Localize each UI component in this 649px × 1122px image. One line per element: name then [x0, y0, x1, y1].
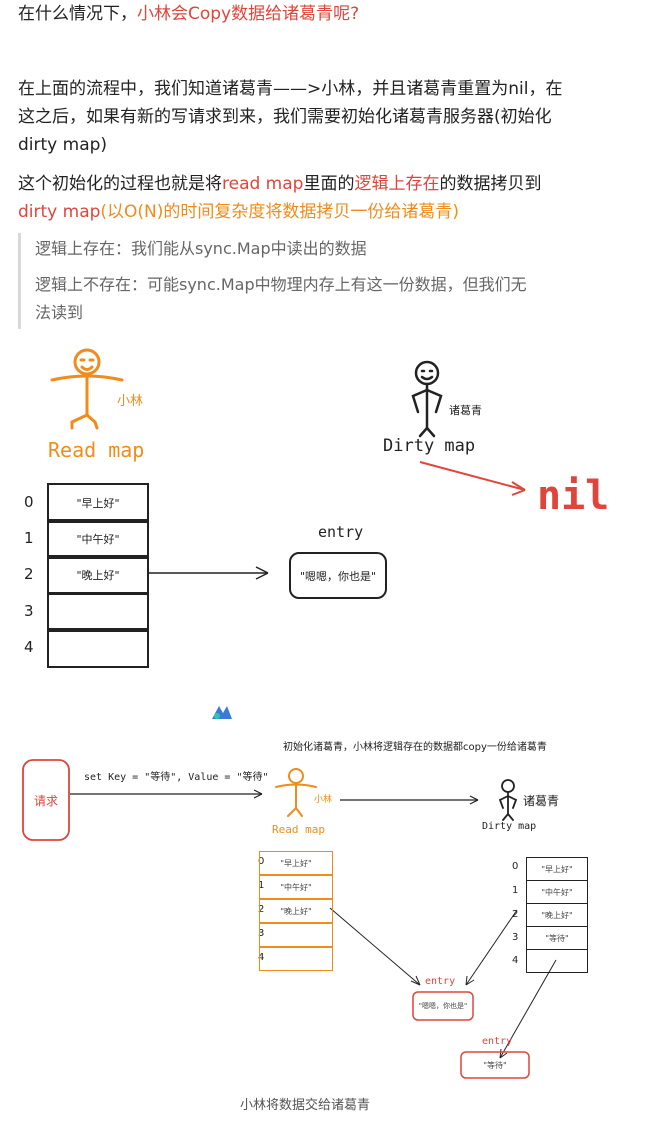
read-map-cell	[47, 628, 149, 668]
zhugeqing-small-figure-icon	[498, 779, 518, 821]
quote-line3: 法读到	[35, 303, 84, 322]
figure-caption: 小林将数据交给诸葛青	[239, 1098, 370, 1113]
index-label: 2	[24, 565, 34, 583]
dirty-index-label: 1	[512, 885, 519, 896]
xiaolin-small-figure-icon	[275, 768, 317, 817]
paragraph-1-line2: 这之后，如果有新的写请求到来，我们需要初始化诸葛青服务器(初始化	[18, 107, 552, 127]
request-label: 请求	[33, 793, 58, 808]
paragraph-1-line1: 在上面的流程中，我们知道诸葛青——>小林，并且诸葛青重置为nil，在	[18, 79, 563, 99]
entry-value: "嗯嗯，你也是"	[299, 569, 377, 583]
read-index-label: 0	[258, 856, 265, 867]
read-index-label: 3	[258, 928, 265, 939]
read-small-cell	[259, 923, 333, 947]
read-small-cell: "晚上好"	[259, 899, 333, 923]
heading-part1: 在什么情况下，	[18, 4, 137, 24]
figure-2: 初始化诸葛青，小林将逻辑存在的数据都copy一份给诸葛青 请求 set Key …	[0, 730, 649, 1090]
index-label: 4	[24, 638, 34, 656]
index-label: 0	[24, 493, 34, 511]
figure-2-title: 初始化诸葛青，小林将逻辑存在的数据都copy一份给诸葛青	[283, 742, 547, 753]
read-map-small-label: Read map	[272, 823, 325, 836]
entry1-label: entry	[425, 976, 456, 987]
read-map-cell: "晚上好"	[47, 555, 149, 595]
dirty-map-label: Dirty map	[383, 436, 476, 456]
figure-1-drawing	[50, 348, 526, 599]
index-label: 3	[24, 602, 34, 620]
zhugeqing-small-label: 诸葛青	[523, 794, 560, 808]
dirty-small-cell: "早上好"	[526, 857, 588, 881]
paragraph-2-text: 的数据拷贝到	[439, 174, 542, 194]
set-key-label: set Key = "等待", Value = "等待"	[84, 772, 269, 783]
zhugeqing-label: 诸葛青	[449, 404, 482, 417]
figure-2-drawing	[22, 759, 557, 1079]
read-small-cell: "早上好"	[259, 851, 333, 875]
complexity-highlight: (以O(N)的时间复杂度将数据拷贝一份给诸葛青)	[100, 202, 460, 222]
dirty-index-label: 3	[512, 932, 519, 943]
read-map-cell: "早上好"	[47, 483, 149, 523]
figure-1: 小林 Read map 诸葛青 Dirty map nil entry "嗯嗯，…	[0, 340, 649, 670]
read-map-highlight: read map	[222, 174, 304, 194]
entry2-label: entry	[482, 1036, 513, 1047]
dirty-map-highlight: dirty map	[18, 202, 101, 222]
dirty-index-label: 2	[512, 909, 519, 920]
dirty-index-label: 0	[512, 861, 519, 872]
read-small-cell: "中午好"	[259, 875, 333, 899]
xiaolin-small-label: 小林	[314, 795, 333, 805]
heading-part2: 小林会Copy数据给诸葛青呢?	[137, 4, 360, 24]
blockquote: 逻辑上存在：我们能从sync.Map中读出的数据 逻辑上不存在：可能sync.M…	[18, 233, 596, 329]
read-map-label: Read map	[48, 438, 145, 462]
read-index-label: 4	[258, 952, 265, 963]
entry-label: entry	[318, 523, 364, 541]
dirty-index-label: 4	[512, 955, 519, 966]
paragraph-1: 在上面的流程中，我们知道诸葛青——>小林，并且诸葛青重置为nil，在 这之后，如…	[18, 75, 618, 159]
quote-line2: 逻辑上不存在：可能sync.Map中物理内存上有这一份数据，但我们无	[35, 275, 527, 294]
index-label: 1	[24, 529, 34, 547]
dirty-small-cell: "中午好"	[526, 880, 588, 904]
paragraph-1-line3: dirty map)	[18, 135, 108, 155]
heading: 在什么情况下，小林会Copy数据给诸葛青呢?	[18, 0, 618, 28]
paragraph-2-text: 这个初始化的过程也就是将	[18, 174, 222, 194]
read-small-cell	[259, 947, 333, 971]
xiaolin-label: 小林	[117, 394, 144, 409]
zhugeqing-figure-icon	[411, 360, 443, 438]
dirty-small-cell	[526, 949, 588, 973]
xiaolin-figure-icon	[50, 348, 124, 430]
read-map-cell	[47, 592, 149, 632]
dirty-small-cell: "等待"	[526, 926, 588, 950]
entry1-value: "嗯嗯，你也是"	[418, 1002, 468, 1010]
entry2-value: "等待"	[483, 1060, 507, 1070]
logically-exists-highlight: 逻辑上存在	[354, 174, 440, 194]
paragraph-2: 这个初始化的过程也就是将read map里面的逻辑上存在的数据拷贝到 dirty…	[18, 170, 618, 226]
quote-line1: 逻辑上存在：我们能从sync.Map中读出的数据	[35, 239, 367, 258]
paragraph-2-text: 里面的	[303, 174, 355, 194]
read-index-label: 1	[258, 880, 265, 891]
nil-label: nil	[537, 473, 610, 519]
logo-icon	[209, 701, 235, 723]
read-map-cell: "中午好"	[47, 519, 149, 559]
dirty-small-cell: "晚上好"	[526, 903, 588, 927]
read-index-label: 2	[258, 904, 265, 915]
dirty-map-small-label: Dirty map	[482, 821, 537, 832]
